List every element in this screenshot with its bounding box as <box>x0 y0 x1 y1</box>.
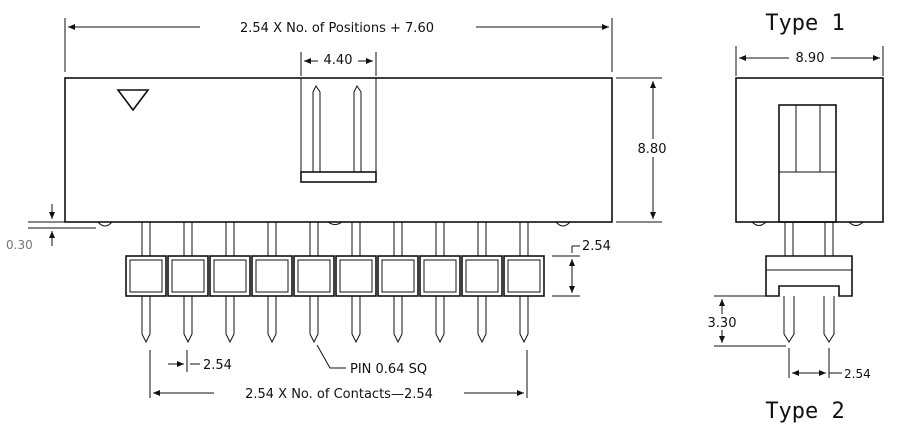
front-pin <box>293 222 335 344</box>
pin-size-label: PIN 0.64 SQ <box>350 362 427 377</box>
pin-block <box>377 255 419 297</box>
front-pin <box>125 222 167 344</box>
type1-title: Type 1 <box>765 11 844 36</box>
type2-title: Type 2 <box>765 399 844 424</box>
polarity-triangle-icon <box>116 89 150 112</box>
side-housing <box>735 77 884 223</box>
total-width-label: 2.54 X No. of Positions + 7.60 <box>240 21 434 36</box>
pitch-bottom-label: 2.54 <box>203 358 232 373</box>
front-pin <box>461 222 503 344</box>
front-pin <box>335 222 377 344</box>
standoff-label: 0.30 <box>6 238 33 252</box>
front-pin-row <box>125 222 545 344</box>
pin-block <box>335 255 377 297</box>
pin-block <box>251 255 293 297</box>
side-view: Type 1 8.90 3.30 <box>705 11 884 424</box>
block-pitch-label: 2.54 <box>582 239 611 254</box>
front-pin <box>209 222 251 344</box>
pin-block <box>125 255 167 297</box>
header-housing <box>64 77 613 223</box>
side-pins <box>783 222 835 343</box>
pin-block <box>503 255 545 297</box>
front-pin <box>503 222 545 344</box>
key-width-label: 4.40 <box>324 53 353 68</box>
side-width-label: 8.90 <box>796 51 825 66</box>
front-view: 2.54 X No. of Positions + 7.60 4.40 8.80 <box>6 16 672 402</box>
front-pin <box>377 222 419 344</box>
front-pin <box>167 222 209 344</box>
front-pin <box>251 222 293 344</box>
height-label: 8.80 <box>638 142 667 157</box>
pin-block <box>167 255 209 297</box>
contacts-span-label: 2.54 X No. of Contacts—2.54 <box>245 387 433 402</box>
pin-block <box>461 255 503 297</box>
pin-block <box>209 255 251 297</box>
keyway-slot: 4.40 <box>300 50 377 183</box>
type2-block <box>765 255 853 297</box>
pin-block <box>419 255 461 297</box>
pin-block <box>293 255 335 297</box>
side-pitch-label: 2.54 <box>844 367 871 381</box>
front-pin <box>419 222 461 344</box>
pin-length-label: 3.30 <box>708 316 737 331</box>
